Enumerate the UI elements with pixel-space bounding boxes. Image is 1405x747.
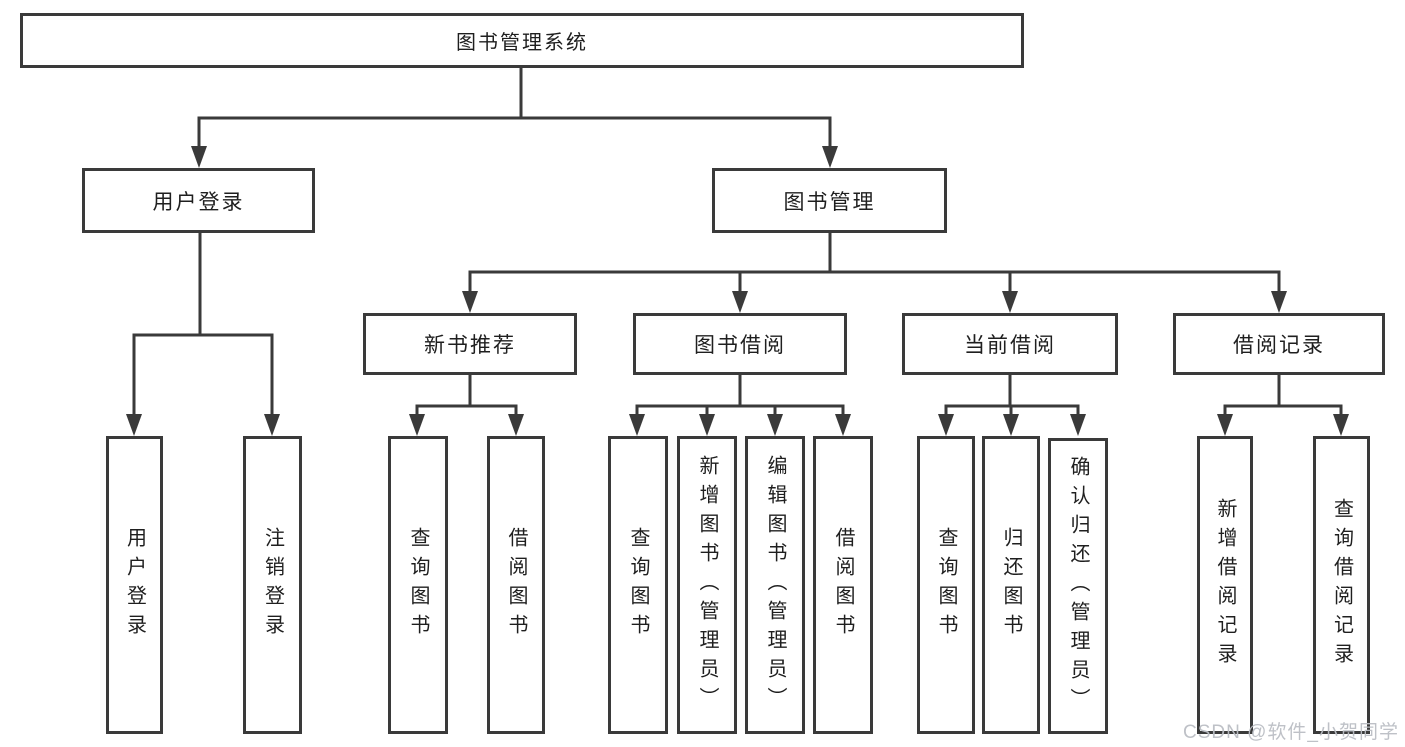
node-label: 借阅图书	[505, 527, 527, 643]
node-label: 查询图书	[935, 527, 957, 643]
node-label: 用户登录	[123, 527, 146, 643]
node-label: 借阅记录	[1233, 334, 1325, 357]
node-label: 确认归还（管理员）	[1067, 455, 1089, 717]
leaf-records-query-record: 查询借阅记录	[1313, 436, 1370, 734]
leaf-current-query-books: 查询图书	[917, 436, 975, 734]
node-book-borrowing: 图书借阅	[633, 313, 847, 375]
node-label: 查询借阅记录	[1330, 498, 1353, 672]
leaf-borrow-edit-books-admin: 编辑图书（管理员）	[745, 436, 805, 734]
node-label: 新增图书（管理员）	[696, 454, 718, 716]
node-book-management: 图书管理	[712, 168, 947, 233]
node-label: 图书管理系统	[456, 32, 588, 54]
node-library-management-system: 图书管理系统	[20, 13, 1024, 68]
arrowheads	[126, 146, 1349, 436]
leaf-records-add-record: 新增借阅记录	[1197, 436, 1253, 734]
leaf-borrow-add-books-admin: 新增图书（管理员）	[677, 436, 737, 734]
node-label: 新增借阅记录	[1214, 498, 1236, 672]
node-label: 图书借阅	[694, 334, 786, 357]
node-label: 当前借阅	[964, 334, 1056, 357]
node-label: 查询图书	[407, 527, 429, 643]
node-label: 归还图书	[1000, 527, 1022, 643]
node-borrowing-records: 借阅记录	[1173, 313, 1385, 375]
leaf-borrow-query-books: 查询图书	[608, 436, 668, 734]
node-user-login: 用户登录	[82, 168, 315, 233]
leaf-newbook-borrow-books: 借阅图书	[487, 436, 545, 734]
node-label: 用户登录	[152, 190, 245, 214]
node-new-book-recommendation: 新书推荐	[363, 313, 577, 375]
leaf-borrow-borrow-books: 借阅图书	[813, 436, 873, 734]
leaf-current-confirm-return-admin: 确认归还（管理员）	[1048, 438, 1108, 734]
leaf-newbook-query-books: 查询图书	[388, 436, 448, 734]
leaf-current-return-books: 归还图书	[982, 436, 1040, 734]
node-current-borrowing: 当前借阅	[902, 313, 1118, 375]
leaf-logout: 注销登录	[243, 436, 302, 734]
node-label: 查询图书	[627, 527, 649, 643]
node-label: 图书管理	[783, 190, 876, 214]
node-label: 新书推荐	[424, 334, 516, 357]
tree-edges	[132, 67, 1343, 418]
node-label: 注销登录	[261, 527, 284, 643]
node-label: 借阅图书	[832, 527, 854, 643]
leaf-user-login: 用户登录	[106, 436, 163, 734]
node-label: 编辑图书（管理员）	[764, 454, 786, 716]
